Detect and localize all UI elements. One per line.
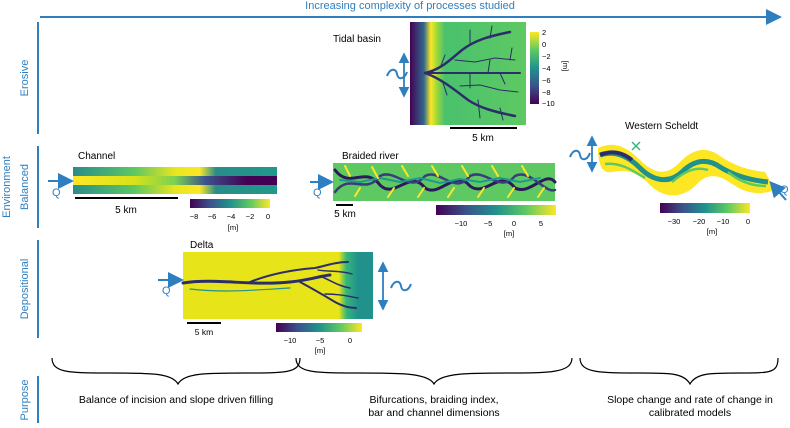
channel-title: Channel [78,151,115,162]
tidal-basin-colorbar-ticks: 2 0 −2 −4 −6 −8 −10 [542,28,555,108]
channel-tick-3: −4 [227,212,236,221]
purpose-middle-line2: bar and channel dimensions [368,407,499,419]
tidal-tick-2: 0 [542,40,546,49]
scheldt-tick-3: −10 [717,217,730,226]
tidal-tick-6: −8 [542,88,551,97]
channel-colorbar-ticks: −8 −6 −4 −2 0 [190,212,270,221]
braided-tick-2: −5 [484,219,493,228]
braided-tick-4: 5 [539,219,543,228]
delta-colorbar-ticks: −10 −5 0 [284,336,352,345]
scheldt-wave-icon [569,149,591,161]
delta-flow-label: Q [162,285,171,297]
braided-river-pattern [333,165,557,198]
braided-tick-3: 0 [512,219,516,228]
channel-unit: [m] [228,223,238,232]
tidal-basin-title: Tidal basin [333,34,381,45]
delta-colorbar [276,323,362,332]
delta-title: Delta [190,240,214,251]
channel-scale-label: 5 km [115,205,137,216]
label-environment: Environment [1,156,13,218]
purpose-left: Balance of incision and slope driven fil… [79,394,274,406]
label-erosive: Erosive [19,60,31,97]
tidal-basin-unit: [m] [561,61,570,71]
braided-river-title: Braided river [342,151,399,162]
tidal-basin-panel: Tidal basin 2 0 −2 −4 −6 −8 −10 [m] 5 km [333,22,570,144]
tidal-scale-label: 5 km [472,133,494,144]
braided-river-panel: Braided river Q 5 km −10 −5 0 5 [m] [310,151,557,238]
scheldt-colorbar-ticks: −30 −20 −10 0 [668,217,750,226]
braided-tick-1: −10 [455,219,468,228]
scheldt-tick-1: −30 [668,217,681,226]
channel-map-top [73,167,277,176]
scheldt-colorbar [660,203,750,213]
scheldt-unit: [m] [707,227,717,236]
scheldt-flow-label: Q [780,184,789,196]
purpose-middle-line1: Bifurcations, braiding index, [370,394,499,406]
tidal-basin-colorbar [530,32,539,104]
scheldt-channel-deep [599,150,634,162]
label-purpose: Purpose [19,380,31,421]
delta-scale-label: 5 km [195,327,213,337]
tidal-channel-network [423,25,521,121]
label-depositional: Depositional [19,259,31,320]
tidal-tick-1: 2 [542,28,546,37]
delta-panel: Delta Q 5 km −10 −5 0 [m] [158,240,412,355]
tidal-tick-7: −10 [542,99,555,108]
delta-wave-icon [390,280,412,292]
western-scheldt-title: Western Scheldt [625,121,698,132]
channel-map-bottom [73,185,277,194]
delta-tick-2: −5 [316,336,325,345]
delta-tick-3: 0 [348,336,352,345]
purpose-right-line1: Slope change and rate of change in [607,394,773,406]
tidal-tick-3: −2 [542,52,551,61]
channel-panel: Channel Q 5 km −8 −6 −4 −2 0 [m] [48,151,277,232]
delta-tick-1: −10 [284,336,297,345]
channel-colorbar [190,199,270,208]
tidal-tick-5: −6 [542,76,551,85]
brace-left [51,357,301,386]
scheldt-tick-4: 0 [746,217,750,226]
scheldt-x-mark [631,141,641,151]
braided-scale-label: 5 km [334,209,356,220]
scheldt-flow-arrow [769,180,787,201]
channel-tick-4: −2 [246,212,255,221]
header-title: Increasing complexity of processes studi… [305,0,515,12]
brace-right [579,357,779,386]
delta-unit: [m] [315,346,325,355]
scheldt-channel-secondary [604,162,767,188]
channel-map-mid [73,176,277,185]
label-balanced: Balanced [19,164,31,210]
channel-tick-5: 0 [266,212,270,221]
braided-colorbar [436,205,556,215]
tidal-tick-4: −4 [542,64,551,73]
brace-middle [295,357,573,386]
channel-tick-2: −6 [208,212,217,221]
delta-channels [181,261,359,309]
braided-flow-label: Q [313,187,322,199]
purpose-braces [51,357,779,386]
purpose-right-line2: calibrated models [649,407,731,419]
channel-tick-1: −8 [190,212,199,221]
scheldt-tick-2: −20 [693,217,706,226]
braided-colorbar-ticks: −10 −5 0 5 [455,219,543,228]
channel-flow-label: Q [52,187,61,199]
braided-unit: [m] [504,229,514,238]
western-scheldt-panel: Western Scheldt Q −30 −20 −10 0 [m] [569,121,789,236]
